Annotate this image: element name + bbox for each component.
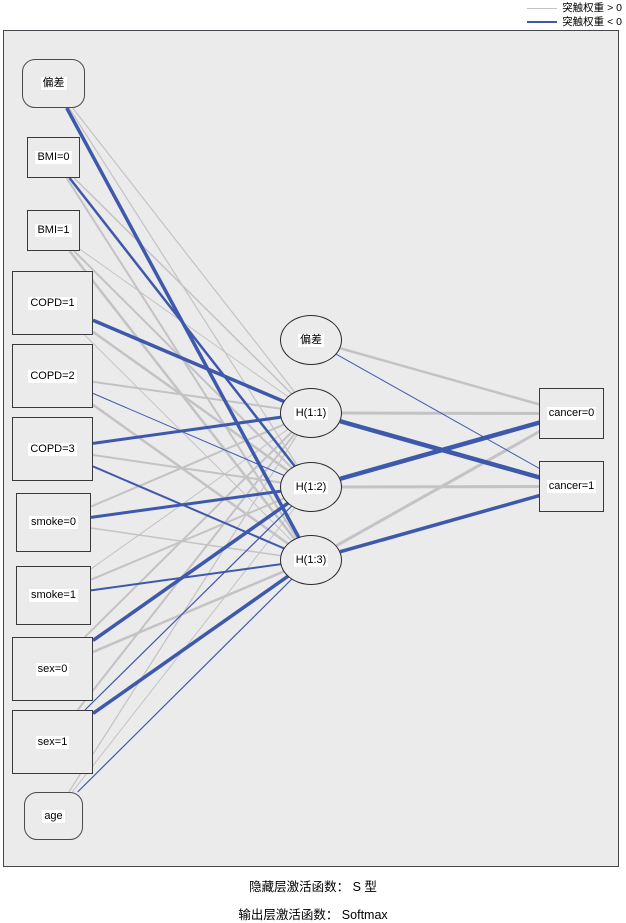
input-node-age: age bbox=[24, 792, 83, 840]
node-label: COPD=3 bbox=[28, 442, 77, 456]
hidden-node-bias: 偏差 bbox=[280, 315, 342, 365]
input-node-sex-1: sex=1 bbox=[12, 710, 93, 774]
input-node-smoke-1: smoke=1 bbox=[16, 566, 91, 625]
input-node-bmi-0: BMI=0 bbox=[27, 137, 80, 178]
hidden-node-h1-2: H(1:2) bbox=[280, 462, 342, 512]
node-label: smoke=0 bbox=[29, 516, 78, 529]
node-label: sex=1 bbox=[35, 735, 70, 749]
input-node-bias: 偏差 bbox=[22, 59, 85, 108]
node-label: H(1:3) bbox=[293, 553, 329, 567]
hidden-activation-caption: 隐藏层激活函数： S 型 bbox=[249, 880, 377, 894]
input-node-bmi-1: BMI=1 bbox=[27, 210, 80, 251]
node-label: 偏差 bbox=[40, 77, 67, 90]
node-label: smoke=1 bbox=[29, 589, 78, 602]
legend-row-positive: 突触权重 > 0 bbox=[527, 2, 622, 14]
input-node-smoke-0: smoke=0 bbox=[16, 493, 91, 552]
legend-row-negative: 突触权重 < 0 bbox=[527, 16, 622, 28]
hidden-node-h1-1: H(1:1) bbox=[280, 388, 342, 438]
node-label: sex=0 bbox=[35, 662, 70, 676]
hidden-node-h1-3: H(1:3) bbox=[280, 535, 342, 585]
input-node-sex-0: sex=0 bbox=[12, 637, 93, 701]
legend-positive-label: 突触权重 > 0 bbox=[562, 2, 622, 14]
input-node-copd-1: COPD=1 bbox=[12, 271, 93, 335]
node-label: cancer=0 bbox=[546, 407, 597, 420]
input-node-copd-2: COPD=2 bbox=[12, 344, 93, 408]
node-label: COPD=2 bbox=[28, 369, 77, 383]
input-node-copd-3: COPD=3 bbox=[12, 417, 93, 481]
node-label: COPD=1 bbox=[28, 296, 77, 310]
node-label: 偏差 bbox=[298, 333, 324, 347]
output-node-cancer-1: cancer=1 bbox=[539, 461, 604, 512]
output-node-cancer-0: cancer=0 bbox=[539, 388, 604, 439]
legend: 突触权重 > 0 突触权重 < 0 bbox=[527, 2, 622, 28]
legend-negative-label: 突触权重 < 0 bbox=[562, 16, 622, 28]
output-activation-caption: 输出层激活函数： Softmax bbox=[238, 908, 388, 922]
node-label: BMI=0 bbox=[35, 151, 72, 164]
diagram-frame bbox=[3, 30, 619, 867]
node-label: age bbox=[42, 809, 65, 823]
positive-weight-line-icon bbox=[527, 7, 558, 9]
node-label: BMI=1 bbox=[35, 224, 72, 237]
node-label: cancer=1 bbox=[546, 480, 597, 493]
node-label: H(1:2) bbox=[293, 480, 329, 494]
negative-weight-line-icon bbox=[527, 21, 558, 23]
node-label: H(1:1) bbox=[293, 406, 329, 420]
